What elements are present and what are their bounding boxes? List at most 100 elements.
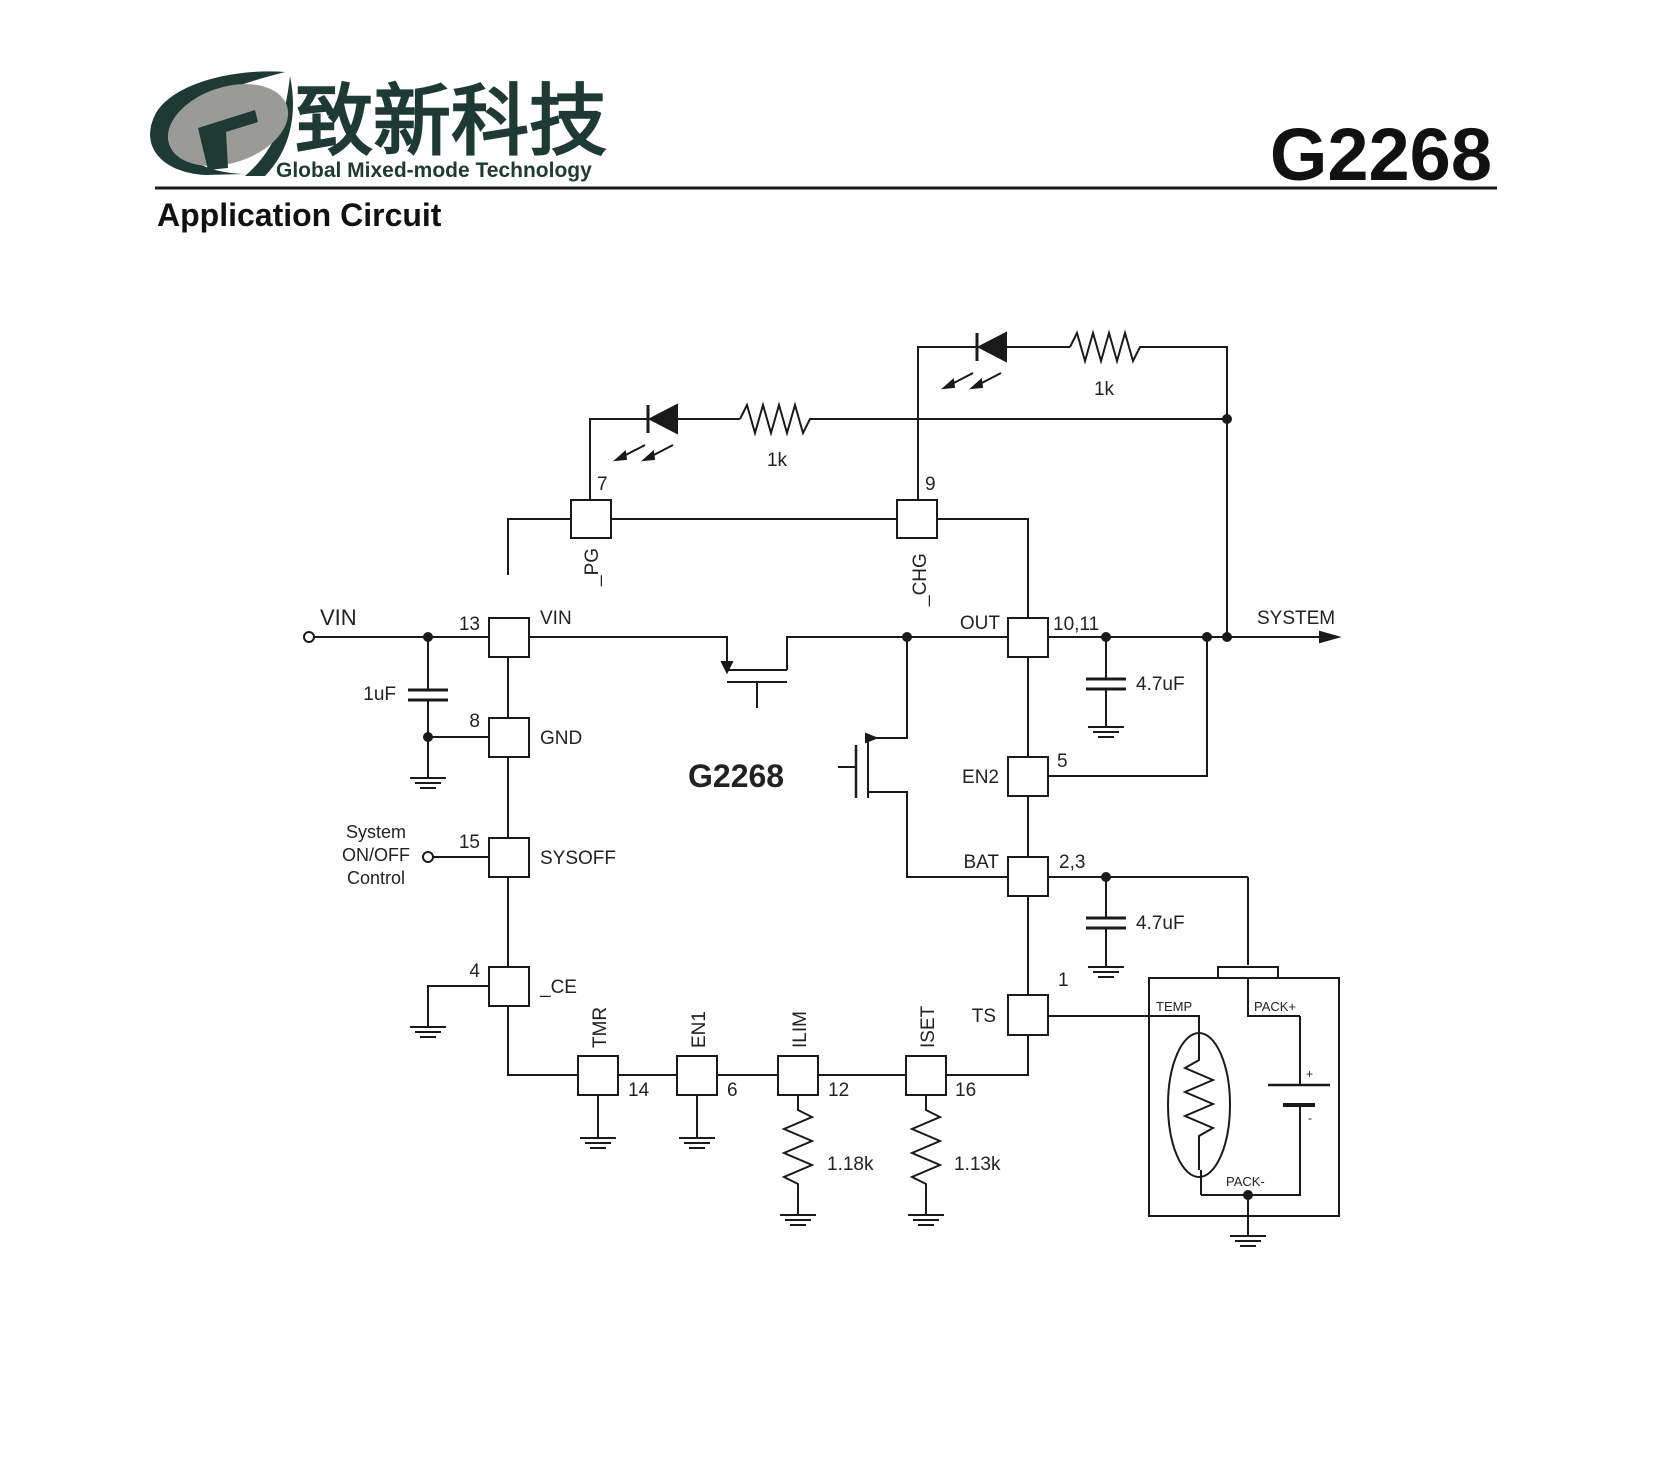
pin-name-en1: EN1 [689, 1011, 710, 1048]
iset-resistor [909, 1095, 943, 1215]
pg-led-ray1-head [613, 450, 628, 462]
pin-number-gnd: 8 [469, 711, 480, 732]
logo-arc-dark [245, 76, 293, 176]
section-title: Application Circuit [157, 197, 442, 233]
r-iset-value: 1.13k [954, 1154, 1001, 1175]
pin-name-ts: TS [972, 1006, 996, 1027]
pack-minus-label: PACK- [1226, 1174, 1265, 1189]
pin-box-en2 [1007, 756, 1049, 797]
r-chg-value: 1k [1094, 379, 1115, 400]
r-pg-value: 1k [767, 450, 788, 471]
cout-value: 4.7uF [1136, 674, 1185, 695]
pin-box-ts [1007, 994, 1049, 1036]
pin-name-ilim: ILIM [790, 1011, 811, 1048]
control-label-line3: Control [347, 868, 405, 888]
schematic-labels: G2268 VIN SYSTEM System ON/OFF Control 1… [320, 379, 1335, 1189]
ground-symbol-iset [908, 1214, 944, 1226]
pin-number-ce: 4 [469, 961, 480, 982]
pin-name-ce: _CE [539, 977, 577, 998]
pg-resistor [739, 401, 817, 437]
pin-box-vin [488, 617, 530, 658]
output-label: SYSTEM [1257, 608, 1335, 629]
pin-name-out: OUT [960, 613, 1001, 634]
internal-vin-wire [529, 636, 728, 670]
pin-name-iset: ISET [918, 1005, 939, 1048]
pin-number-sysoff: 15 [459, 832, 480, 853]
ground-symbol-cout [1088, 726, 1124, 738]
led-rail [1150, 346, 1228, 637]
pin-box-iset [905, 1055, 947, 1096]
pack-plus-label: PACK+ [1254, 999, 1296, 1014]
company-logo: 致新科技 Global Mixed-mode Technology [150, 71, 607, 182]
pack-temp-label: TEMP [1156, 999, 1192, 1014]
pg-led-triangle [647, 403, 678, 435]
pin-name-bat: BAT [963, 852, 999, 873]
system-arrow [1319, 630, 1342, 644]
pin-number-bat: 2,3 [1059, 852, 1085, 873]
pin-name-vin: VIN [540, 608, 572, 629]
pin-number-ts: 1 [1058, 970, 1069, 991]
pin-name-chg: _CHG [910, 553, 931, 607]
pin-name-tmr: TMR [590, 1007, 611, 1048]
fet2-drain [868, 791, 1008, 878]
ground-symbol-en1 [679, 1137, 715, 1149]
pin-name-en2: EN2 [962, 767, 999, 788]
logo-swoosh-dark [150, 71, 285, 175]
pack-plus-top [1247, 978, 1300, 1017]
pin-box-pg [570, 499, 612, 539]
control-label-line2: ON/OFF [342, 845, 410, 865]
ts-wire [1048, 1015, 1200, 1018]
ground-symbol-cbat [1088, 966, 1124, 978]
pin-box-out [1007, 617, 1049, 658]
chg-led-ray1-head [941, 378, 956, 390]
chip-outline-left [507, 518, 571, 575]
ground-symbol-pack [1230, 1235, 1266, 1247]
pg-led-to-pin [589, 418, 648, 500]
chip-outline-right-top [937, 518, 1029, 618]
schematic [303, 329, 1342, 1247]
chg-led-triangle [976, 331, 1007, 363]
thermistor-resistor [1182, 1018, 1216, 1170]
pin-box-ce [488, 966, 530, 1007]
ground-symbol-ce [410, 1026, 446, 1038]
pin-number-en2: 5 [1057, 751, 1068, 772]
ce-ground-wire [427, 985, 489, 1027]
pin-name-pg: _PG [582, 548, 603, 587]
pin-number-iset: 16 [955, 1080, 976, 1101]
chip-left-ce-bottom [507, 1006, 578, 1076]
input-label: VIN [320, 605, 357, 630]
sysoff-terminal [422, 851, 434, 863]
pg-led-ray2-head [641, 450, 656, 462]
cbat-value: 4.7uF [1136, 913, 1185, 934]
pin-box-bat [1007, 856, 1049, 897]
gnd-node [423, 732, 433, 742]
part-number-title: G2268 [1270, 113, 1492, 196]
chip-bottom-iset-ts [946, 1035, 1029, 1076]
pin-number-ilim: 12 [828, 1080, 849, 1101]
logo-g-bar [198, 110, 258, 170]
pin-name-sysoff: SYSOFF [540, 848, 616, 869]
company-name-chinese: 致新科技 [295, 77, 607, 165]
pin-box-chg [896, 499, 938, 539]
pin-number-pg: 7 [597, 474, 608, 495]
ground-symbol-tmr [580, 1137, 616, 1149]
pin-number-chg: 9 [925, 474, 936, 495]
vin-terminal [303, 631, 315, 643]
chip-name-label: G2268 [688, 758, 784, 794]
control-label-line1: System [346, 822, 406, 842]
fet1-drain [786, 636, 1008, 670]
ilim-resistor [781, 1095, 815, 1215]
en2-tie-wire [1048, 637, 1208, 777]
ground-symbol-ilim [780, 1214, 816, 1226]
chg-resistor [1069, 329, 1150, 365]
chg-led-ray2-head [969, 378, 984, 390]
pack-minus-wire [1201, 1105, 1301, 1196]
pin-box-ilim [777, 1055, 819, 1096]
pin-box-sysoff [488, 837, 530, 878]
battery-plus-sign: + [1306, 1067, 1313, 1081]
chg-led-to-pin [917, 346, 977, 500]
battery-minus-sign: - [1308, 1111, 1312, 1125]
pin-box-tmr [577, 1055, 619, 1096]
